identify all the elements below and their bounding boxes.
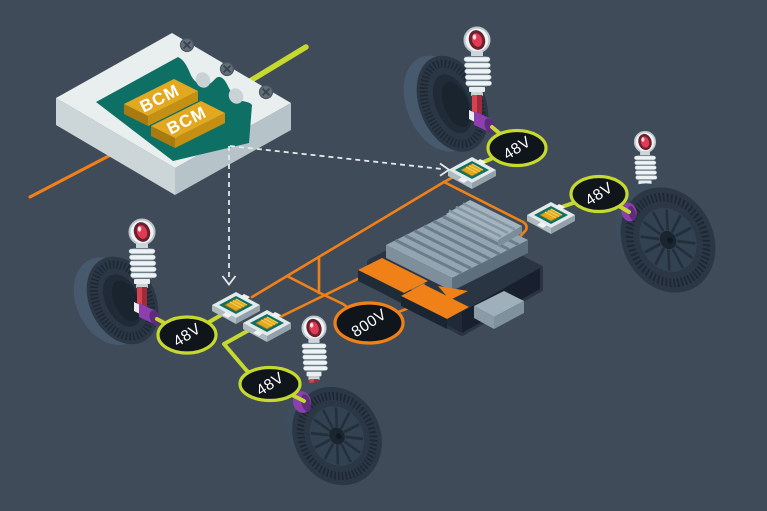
screw-icon: [179, 37, 195, 53]
bcm-lime-wire-stub: [242, 44, 309, 87]
voltage-badge-48v-right: 48V: [569, 174, 629, 214]
bcm-orange-wire-stub: [28, 146, 126, 199]
wheel-bottom: [285, 382, 382, 486]
voltage-badge-48v-top: 48V: [486, 128, 548, 168]
bcm-chip-1: BCM: [124, 79, 198, 126]
bcm-chip-2: BCM: [151, 101, 225, 148]
arrowhead-icon: [439, 162, 451, 177]
wheel-right: [614, 183, 716, 293]
voltage-badge-48v-bottom: 48V: [238, 365, 302, 403]
voltage-badge-48v-left: 48V: [156, 315, 218, 355]
dashed-data-links: [221, 145, 451, 286]
battery-cell: [358, 258, 428, 293]
screw-icon: [258, 84, 274, 100]
high-voltage-battery-pack: [358, 200, 543, 336]
wheel-left: [73, 256, 159, 346]
body-control-module: BCM BCM: [56, 33, 291, 195]
voltage-badge-800v: 800V: [333, 301, 405, 345]
battery-cell: [401, 284, 469, 319]
arrowhead-icon: [221, 275, 237, 286]
screw-icon: [219, 61, 235, 77]
wire-800v-left-board-2: [278, 270, 374, 319]
wire-800v-main-bus: [250, 180, 528, 299]
